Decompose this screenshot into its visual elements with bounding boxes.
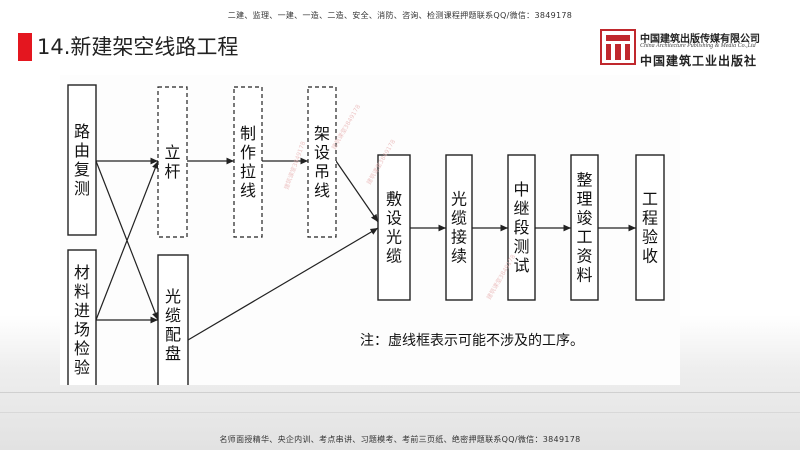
publisher-logo: 中国建筑出版传媒有限公司 China Architecture Publishi…: [600, 28, 790, 68]
node-box: [507, 154, 536, 301]
edge-material-to-pole: [95, 160, 159, 321]
publisher-name-en: China Architecture Publishing & Media Co…: [640, 43, 756, 49]
node-messenger-wire: 架设吊线: [307, 86, 337, 238]
node-box: [67, 249, 97, 385]
node-label: 中继段测试: [513, 180, 529, 275]
node-lay-cable: 敷设光缆: [377, 154, 411, 301]
node-box: [157, 86, 188, 238]
node-label: 材料进场检验: [74, 263, 90, 377]
diagram-note: 注：虚线框表示可能不涉及的工序。: [360, 333, 584, 349]
building-logo-icon: [600, 29, 636, 65]
node-label: 整理竣工资料: [576, 171, 592, 285]
node-box: [635, 154, 665, 301]
node-label: 光缆配盘: [165, 287, 181, 363]
node-box: [307, 86, 337, 238]
node-pole: 立杆: [157, 86, 188, 238]
node-label: 架设吊线: [314, 124, 330, 200]
node-label: 敷设光缆: [386, 190, 402, 266]
node-label: 立杆: [164, 143, 180, 181]
node-box: [445, 154, 473, 301]
node-box: [377, 154, 411, 301]
title-accent-bar: [18, 33, 32, 61]
publisher-name-cn: 中国建筑出版传媒有限公司: [640, 34, 760, 45]
node-label: 光缆接续: [451, 190, 467, 266]
node-acceptance: 工程验收: [635, 154, 665, 301]
header-banner: 二建、监理、一建、一造、二造、安全、消防、咨询、检测课程押题联系QQ/微信：38…: [227, 11, 573, 20]
connector-lines: [95, 157, 636, 341]
footer-banner: 名师面授精华、央企内训、考点串讲、习题模考、考前三页纸、绝密押题联系QQ/微信：…: [219, 435, 581, 444]
edge-messenger-to-lay: [335, 160, 379, 223]
publisher-name-calligraphy: 中国建筑工业出版社: [640, 54, 758, 68]
node-material-inspect: 材料进场检验: [67, 249, 97, 385]
floor-line: [0, 412, 800, 413]
node-box: [233, 86, 263, 238]
node-guy-wire: 制作拉线: [233, 86, 263, 238]
flowchart-canvas: 路由复测材料进场检验 立杆光缆配盘 制作拉线 架设吊线敷设光缆 光缆接续 中继段测试 整理竣…: [67, 84, 665, 385]
node-box: [157, 254, 189, 385]
node-route-survey: 路由复测: [67, 84, 97, 236]
node-docs: 整理竣工资料: [570, 154, 599, 301]
floor-line: [0, 392, 800, 393]
node-label: 工程验收: [642, 190, 658, 266]
node-label: 路由复测: [74, 122, 90, 198]
node-layer: 路由复测材料进场检验 立杆光缆配盘 制作拉线 架设吊线敷设光缆 光缆接续 中继段测试 整理竣…: [67, 84, 665, 385]
watermark: 建筑课堂3849178: [282, 140, 307, 191]
node-label: 制作拉线: [240, 124, 256, 200]
edge-reel-to-lay: [187, 227, 379, 341]
node-box: [570, 154, 599, 301]
slide-title: 14.新建架空线路工程: [37, 35, 239, 59]
node-box: [67, 84, 97, 236]
flowchart-figure: 路由复测材料进场检验 立杆光缆配盘 制作拉线 架设吊线敷设光缆 光缆接续 中继段测试 整理竣…: [60, 75, 680, 385]
node-relay-test: 中继段测试: [507, 154, 536, 301]
node-cable-reel: 光缆配盘: [157, 254, 189, 385]
node-splice: 光缆接续: [445, 154, 473, 301]
